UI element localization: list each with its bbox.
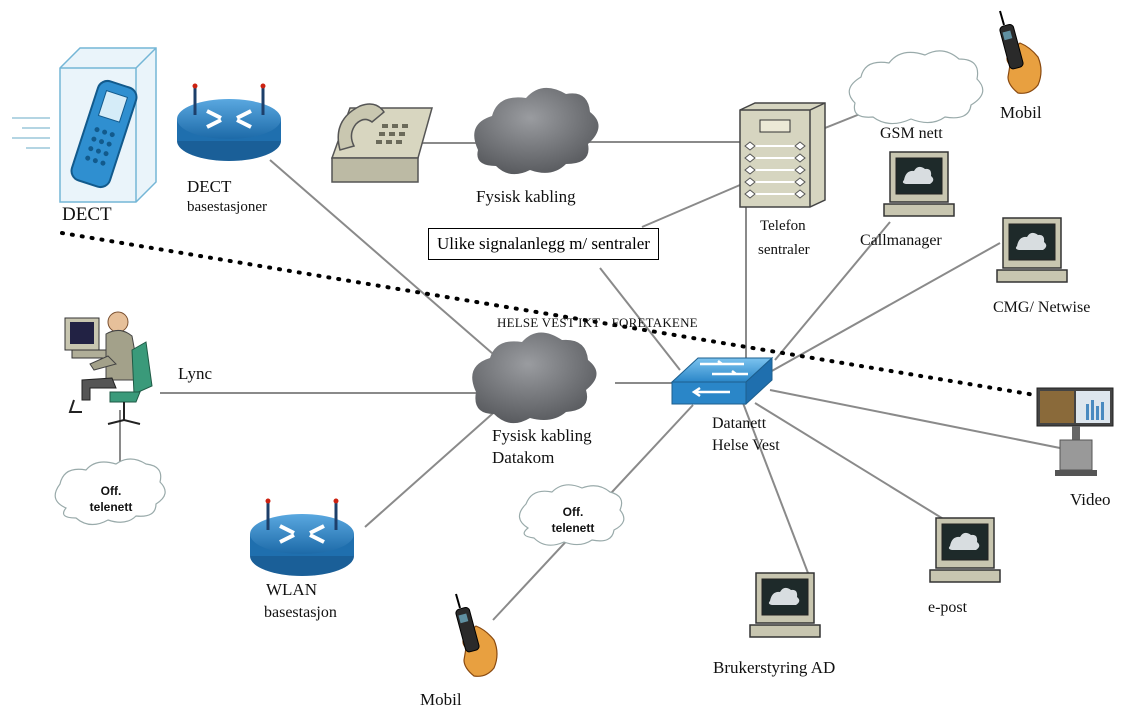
monitor-icon (996, 217, 1068, 283)
label-mobil-bottom: Mobil (420, 690, 462, 709)
label-off-telenett-mid-2: telenett (551, 521, 595, 535)
switch-icon (670, 356, 774, 406)
signalanlegg-box: Ulike signalanlegg m/ sentraler (428, 228, 659, 260)
label-off-telenett-mid-1: Off. (562, 505, 584, 519)
dect-phone-icon (12, 47, 157, 203)
pbx-icon (739, 102, 826, 208)
label-lync: Lync (178, 364, 212, 383)
label-wlan-1: WLAN (266, 580, 317, 599)
label-datanett-2: Helse Vest (712, 437, 780, 454)
label-fysisk-datakom-1: Fysisk kabling (492, 426, 592, 445)
cloud-icon (474, 87, 599, 175)
label-cmg: CMG/ Netwise (993, 299, 1091, 316)
mobile-hand-icon (998, 10, 1042, 95)
label-brukerstyring: Brukerstyring AD (713, 658, 836, 677)
label-dect-base-2: basestasjoner (187, 199, 267, 215)
monitor-icon (929, 517, 1001, 583)
cloud-icon (518, 484, 625, 546)
cloud-icon (54, 458, 166, 526)
label-epost: e-post (928, 599, 968, 616)
wlan-router-icon (248, 496, 356, 578)
zone-boundary (60, 231, 1037, 397)
label-off-telenett-left-2: telenett (89, 500, 133, 514)
dect-router-icon (175, 81, 283, 163)
monitor-icon (883, 151, 955, 217)
label-mobil-top: Mobil (1000, 103, 1042, 122)
video-conference-icon (1036, 387, 1114, 476)
label-dect: DECT (62, 204, 112, 225)
label-fysisk-datakom-2: Datakom (492, 448, 555, 467)
label-fysisk-kabling: Fysisk kabling (476, 187, 576, 206)
cloud-icon (472, 332, 597, 424)
label-gsm: GSM nett (880, 125, 943, 142)
label-wlan-2: basestasjon (264, 604, 337, 621)
label-telefon-1: Telefon (760, 218, 806, 234)
mobile-hand-icon (454, 593, 498, 678)
label-zone: HELSE VEST IKT - FORETAKENE (497, 315, 698, 330)
label-callmanager: Callmanager (860, 232, 942, 249)
label-datanett-1: Datanett (712, 415, 767, 432)
label-dect-base-1: DECT (187, 177, 232, 196)
label-video: Video (1070, 490, 1111, 509)
monitor-icon (749, 572, 821, 638)
label-telefon-2: sentraler (758, 242, 810, 258)
gsm-cloud-icon (848, 50, 984, 125)
label-off-telenett-left-1: Off. (100, 484, 122, 498)
desk-phone-icon (330, 103, 433, 183)
user-workstation-icon (64, 311, 153, 425)
